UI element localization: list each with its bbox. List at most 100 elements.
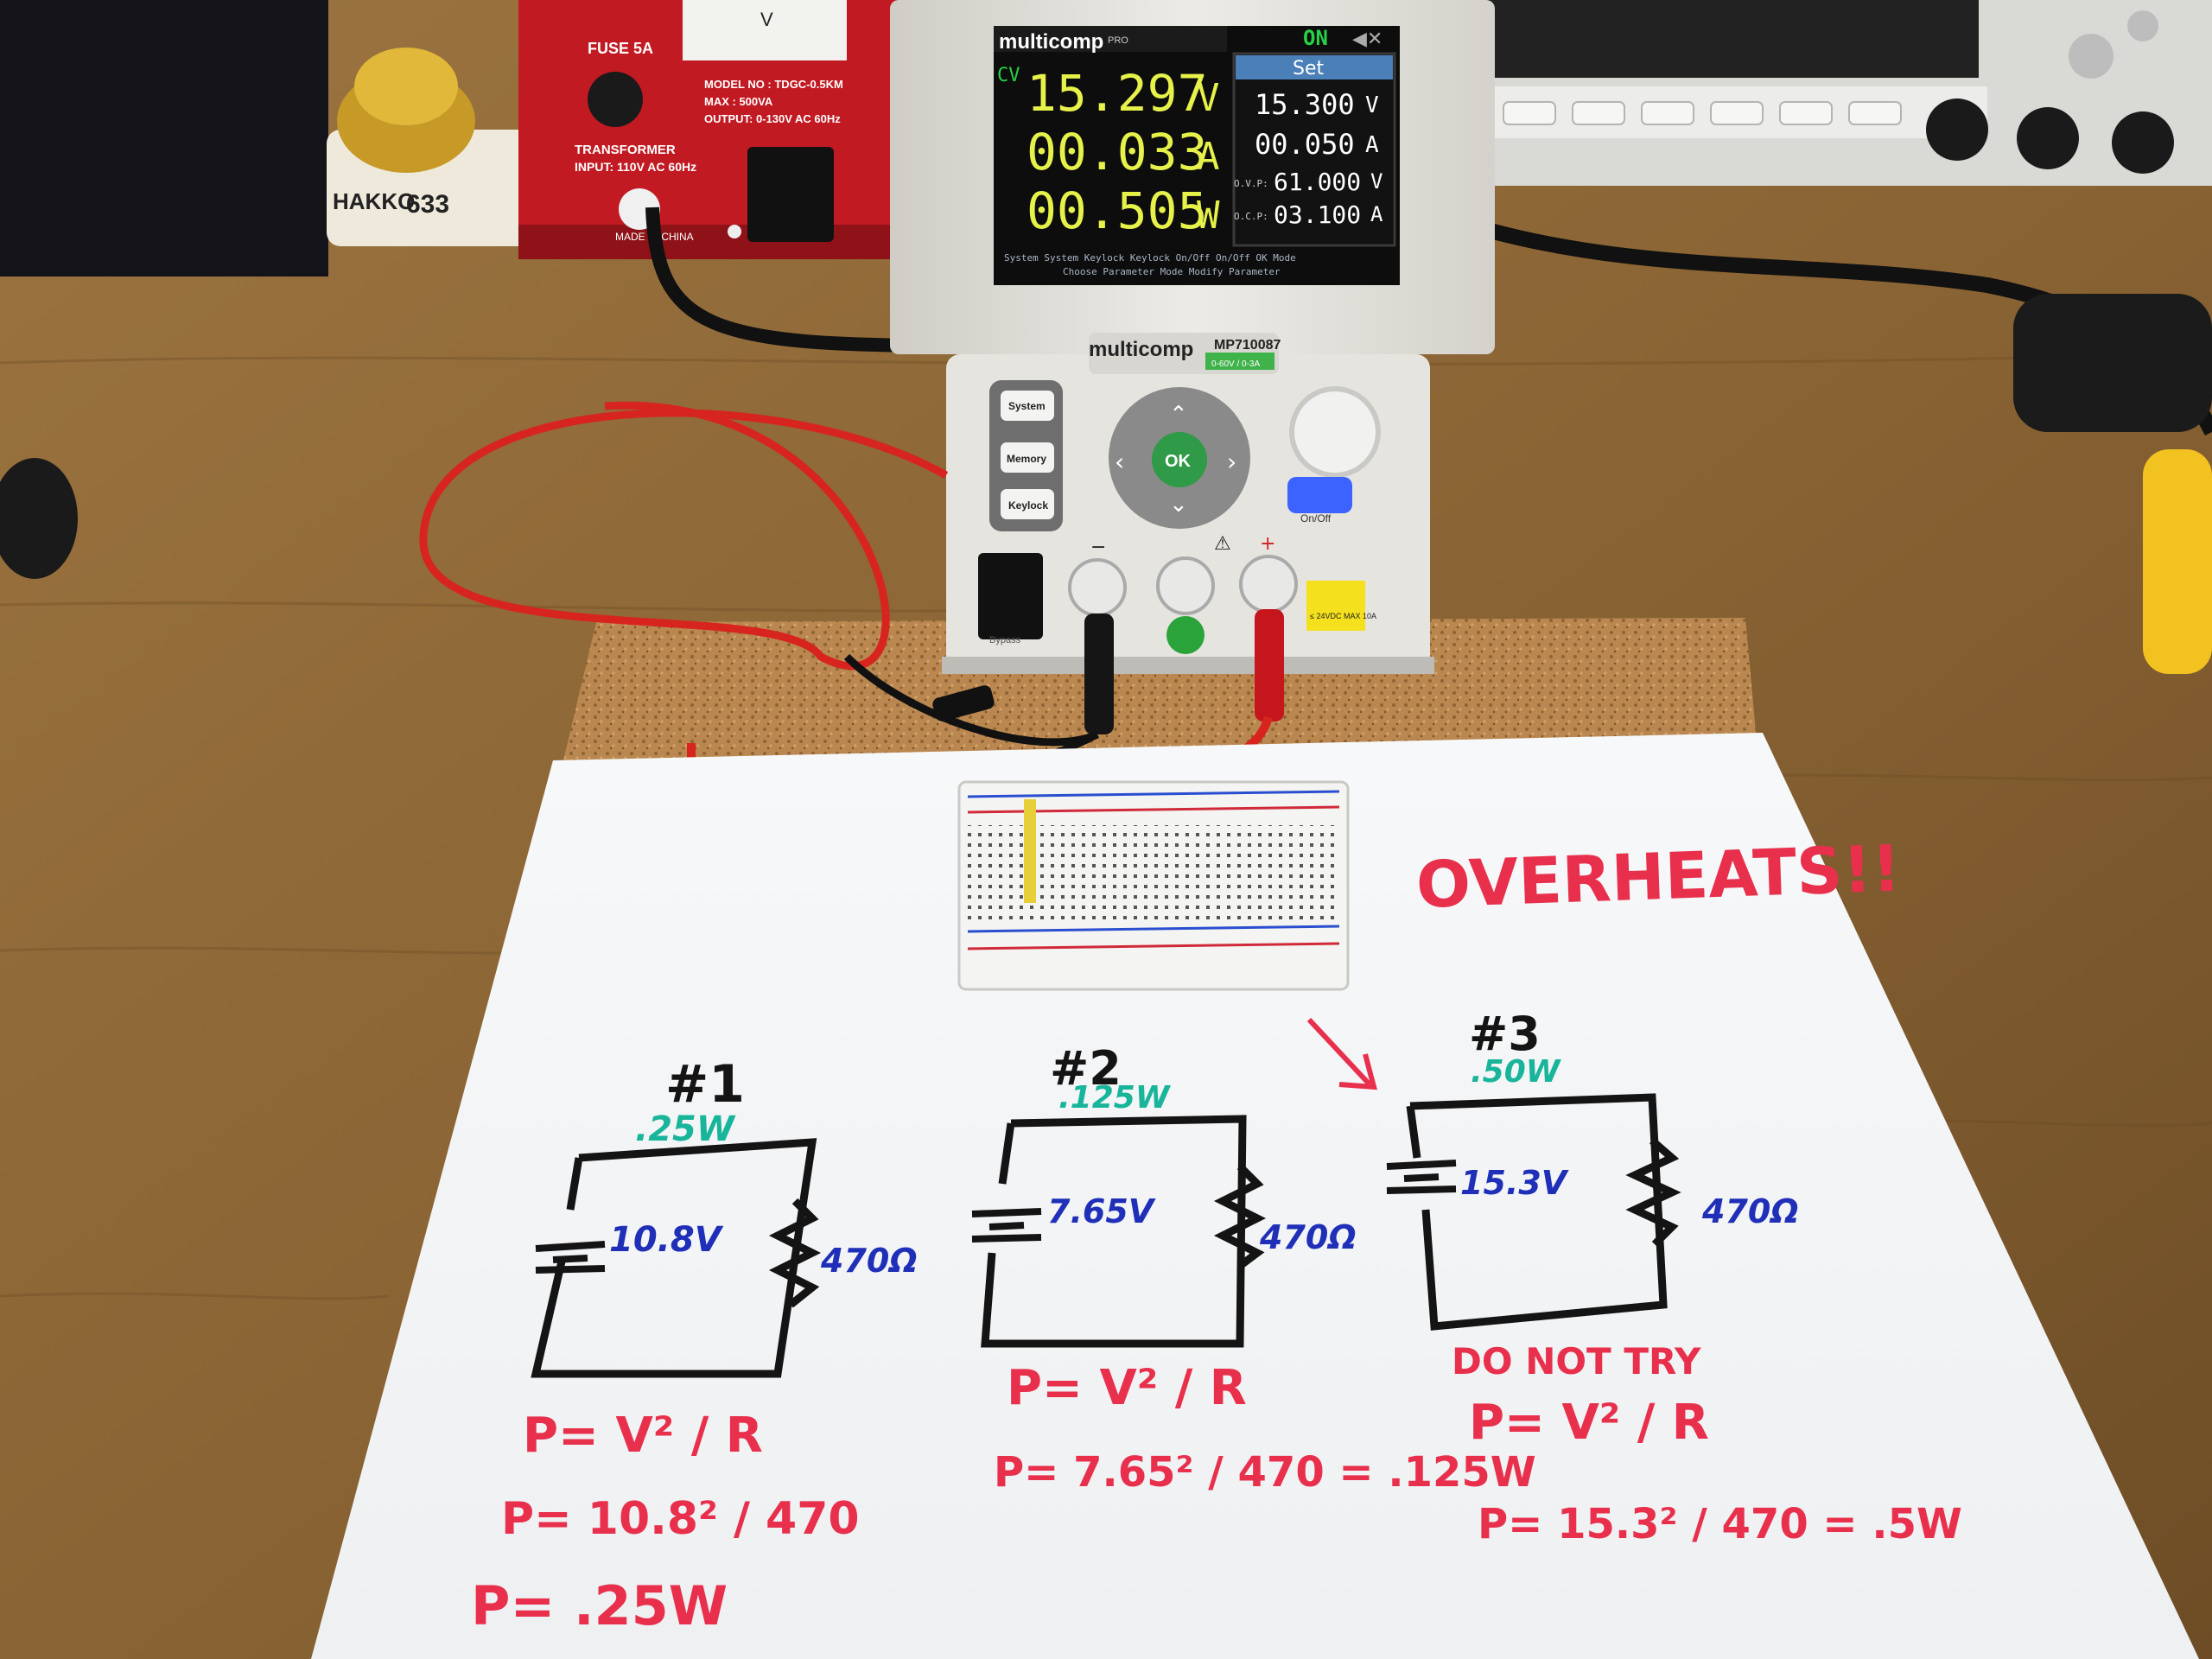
system-button-label: System [1008,400,1046,412]
set-voltage-unit: V [1365,92,1379,118]
output-rating: OUTPUT: 0-130V AC 60Hz [704,112,841,125]
mode-label: CV [997,65,1020,86]
voltage-reading: 15.297 [1027,64,1208,123]
current-reading: 00.033 [1027,123,1208,181]
circuit-2-resistance: 470Ω [1259,1218,1357,1256]
output-state: ON [1303,26,1328,50]
ground-plug [1166,616,1205,654]
circuit-2-voltage: 7.65V [1047,1192,1156,1230]
front-model: MP710087 [1214,338,1281,353]
current-unit: A [1197,135,1220,179]
circuit-3-voltage: 15.3V [1460,1164,1569,1202]
model-number: MODEL NO : TDGC-0.5KM [704,78,843,91]
circuit-3-battery-icon [1386,1160,1457,1194]
circuit-2-number: #2 [1050,1041,1122,1096]
mute-icon: ◀✕ [1352,29,1382,50]
onoff-button[interactable] [1287,477,1352,513]
circuit-1-formula-2: P= 10.8² / 470 [501,1493,860,1545]
ovp-label: O.V.P: [1234,178,1268,189]
hint-line-1: System System Keylock Keylock On/Off On/… [1004,252,1296,264]
warning-sticker [1306,581,1365,631]
brand-bar [994,26,1227,52]
transformer-cord [645,207,1150,361]
circuit-3-number: #3 [1469,1007,1541,1061]
circuit-1-wires [531,1138,817,1378]
voltage-unit: V [1197,76,1220,120]
ocp-value: 03.100 [1274,200,1361,229]
hakko-brand: HAKKO [333,188,415,214]
set-header: Set [1293,58,1325,79]
circuit-1-number: #1 [665,1054,745,1115]
transformer-label: TRANSFORMER [575,143,676,157]
circuit-3-resistance: 470Ω [1701,1192,1799,1230]
arrow-icon [1306,1017,1377,1090]
brand-suffix: PRO [1108,35,1128,46]
negative-plug [1084,613,1114,734]
dark-object [0,458,78,579]
circuit-2-wires [981,1115,1247,1348]
right-arrow-icon[interactable]: › [1227,448,1236,476]
left-arrow-icon[interactable]: ‹ [1115,448,1124,476]
positive-terminal[interactable] [1239,555,1298,613]
black-lead [843,653,1099,747]
circuit-3-formula-2: P= 15.3² / 470 = .5W [1478,1500,1962,1548]
circuit-1-resistance: 470Ω [820,1242,918,1280]
front-brand: multicomp [1089,338,1193,361]
circuit-1-result: P= .25W [471,1574,728,1637]
circuit-2-rating: .125W [1058,1080,1172,1116]
circuit-2-formula-1: P= V² / R [1007,1360,1247,1416]
negative-terminal[interactable] [1068,558,1127,617]
circuit-1-rating: .25W [635,1109,736,1149]
set-current-unit: A [1365,132,1379,158]
breadboard [957,780,1350,991]
keylock-button-label: Keylock [1008,499,1048,512]
overheats-warning: OVERHEATS!! [1415,831,1903,923]
circuit-1-formula-1: P= V² / R [523,1408,763,1464]
set-panel [1232,52,1396,247]
ocp-unit: A [1370,202,1383,226]
dark-equipment [0,0,328,276]
set-current: 00.050 [1255,128,1355,161]
ok-button-label: OK [1165,452,1192,471]
circuit-1-resistor-icon [768,1198,822,1308]
memory-button[interactable] [1001,442,1054,473]
up-arrow-icon[interactable]: ⌃ [1169,402,1188,428]
variac-transformer [518,0,899,259]
circuit-2-battery-icon [971,1208,1042,1243]
system-button[interactable] [1001,391,1054,421]
brand-label: multicomp [999,30,1103,54]
red-lead-loop [419,401,949,671]
circuit-2-formula-2: P= 7.65² / 470 = .125W [994,1448,1536,1497]
circuit-1-voltage: 10.8V [609,1220,724,1260]
meter-unit: V [760,9,773,30]
down-arrow-icon[interactable]: ⌄ [1169,492,1188,518]
fuse-label: FUSE 5A [588,40,653,57]
keylock-button[interactable] [1001,489,1054,519]
ok-button[interactable] [1152,432,1207,487]
circuit-2-resistor-icon [1213,1163,1267,1269]
hint-line-2: Choose Parameter Mode Modify Parameter [1063,266,1281,277]
oscilloscope [1469,0,2212,186]
plus-label: + [1260,533,1275,555]
positive-plug [1255,609,1284,721]
dark-box [2013,294,2212,432]
hazard-icon: ⚠ [1214,533,1231,555]
hakko-model: 633 [406,190,449,219]
memory-button-label: Memory [1007,453,1046,465]
circuit-3-wires [1406,1093,1668,1331]
onoff-label: On/Off [1300,512,1332,524]
power-unit: W [1197,194,1220,238]
set-voltage: 15.300 [1255,88,1355,121]
ocp-label: O.C.P: [1234,211,1268,222]
whiteboard [311,733,2199,1659]
input-rating: INPUT: 110V AC 60Hz [575,160,696,174]
power-reading: 00.505 [1027,181,1208,240]
ground-terminal[interactable] [1156,556,1215,615]
bypass-label: Bypass [989,635,1021,645]
circuit-3-caption: DO NOT TRY [1452,1340,1701,1382]
max-rating: MAX : 500VA [704,95,773,108]
power-switch[interactable] [978,553,1043,639]
ovp-value: 61.000 [1274,168,1361,196]
rotary-knob[interactable] [1289,386,1381,478]
